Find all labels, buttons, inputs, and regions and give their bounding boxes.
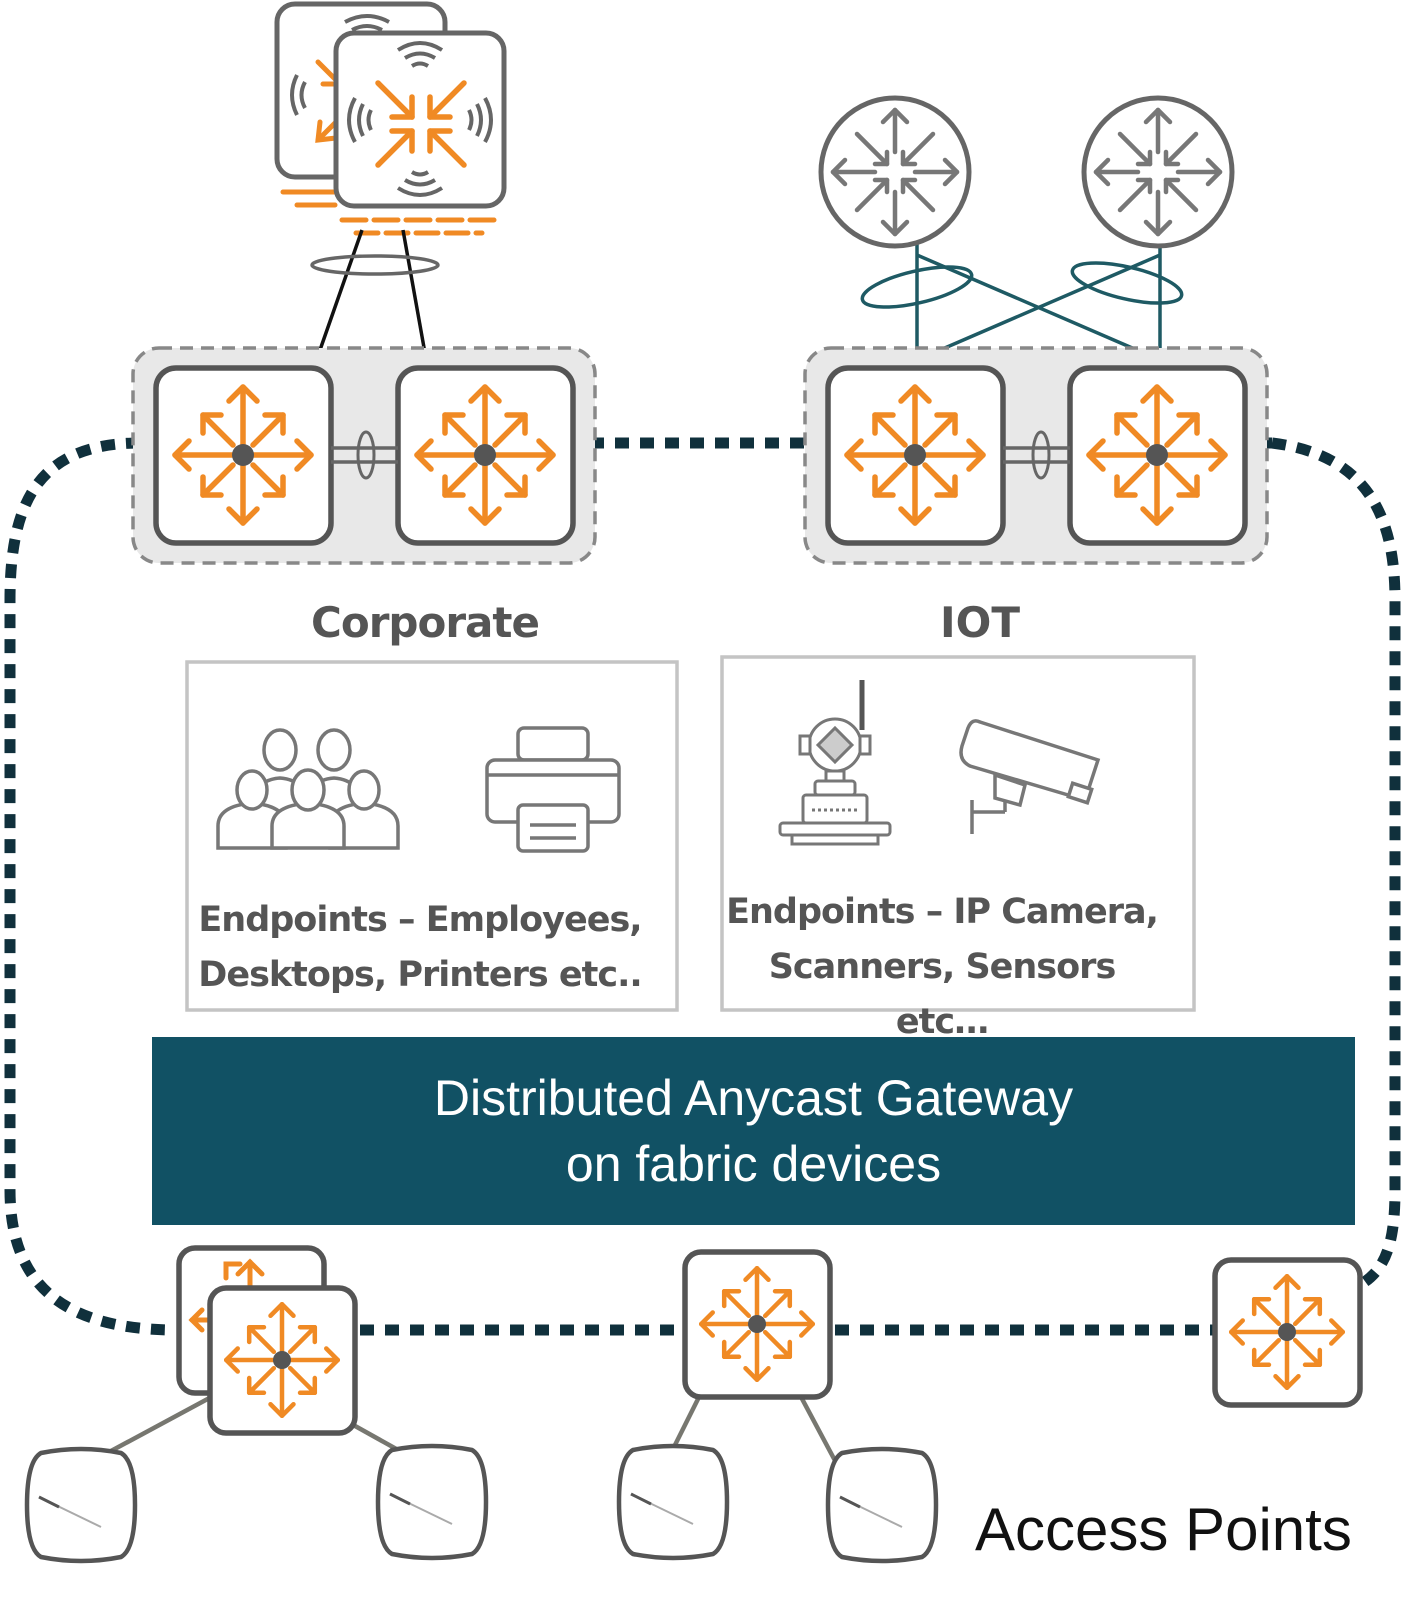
access-switch-right: [1212, 1257, 1363, 1408]
people-icon: [216, 728, 400, 850]
access-switch-middle: [667, 1249, 842, 1472]
iot-desc-line-2: Scanners, Sensors etc…: [768, 947, 1117, 1042]
corporate-endpoints-description: Endpoints – Employees, Desktops, Printer…: [190, 893, 650, 1003]
corporate-desc-line-1: Endpoints – Employees,: [198, 900, 642, 940]
iot-desc-line-1: Endpoints – IP Camera,: [726, 892, 1159, 932]
iot-endpoints-description: Endpoints – IP Camera, Scanners, Sensors…: [722, 885, 1162, 1050]
iot-title: IOT: [940, 598, 1020, 647]
sensor-icon: [778, 680, 892, 846]
printer-icon: [485, 726, 621, 853]
camera-icon: [959, 719, 1101, 834]
iot-switch-pair: [803, 346, 1269, 565]
corporate-endpoints-box: [185, 660, 679, 1012]
iot-endpoints-box: [720, 655, 1196, 1012]
corporate-switch-pair: [131, 346, 597, 565]
corporate-title: Corporate: [311, 598, 540, 647]
access-point-3: [619, 1446, 727, 1558]
wireless-controller-pair: [274, 1, 507, 371]
gateway-line-1: Distributed Anycast Gateway: [433, 1070, 1074, 1126]
access-point-4: [828, 1449, 936, 1561]
access-point-2: [378, 1446, 486, 1558]
anycast-gateway-banner: Distributed Anycast Gateway on fabric de…: [152, 1037, 1355, 1225]
corporate-desc-line-2: Desktops, Printers etc..: [198, 955, 642, 995]
gateway-line-2: on fabric devices: [565, 1136, 942, 1192]
access-switch-stack-left: [83, 1245, 427, 1467]
access-point-1: [27, 1449, 135, 1561]
upstream-router-pair: [818, 95, 1235, 362]
access-points-label: Access Points: [975, 1496, 1352, 1563]
